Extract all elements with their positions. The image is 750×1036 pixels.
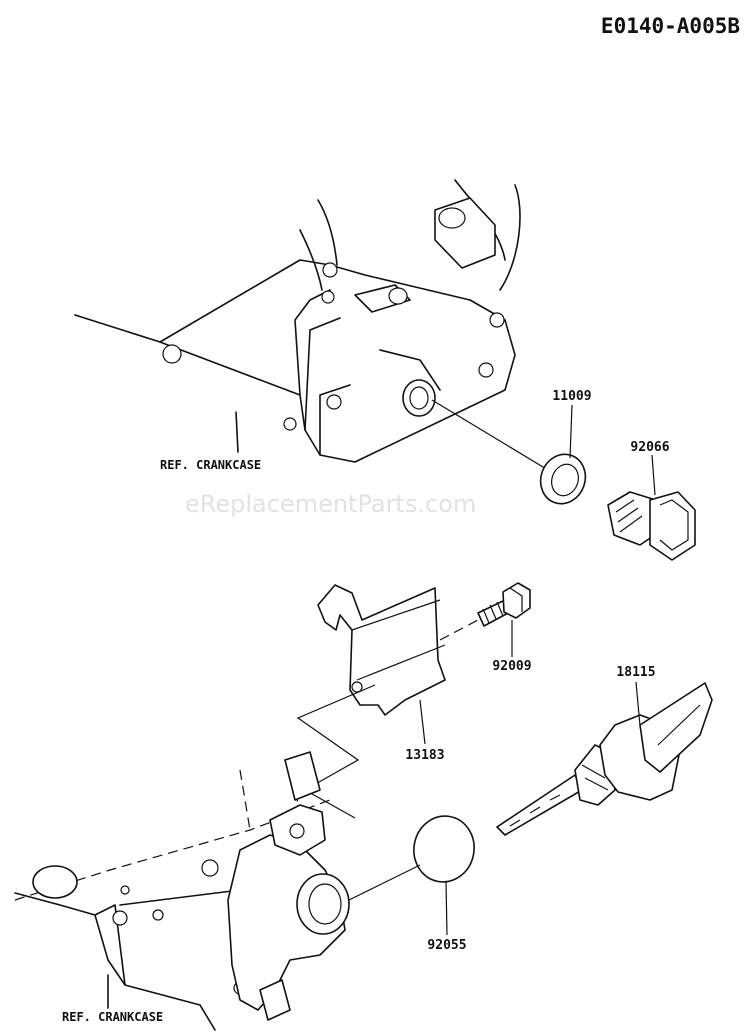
leader-18115	[635, 681, 641, 727]
ref-label-upper: REF. CRANKCASE	[160, 458, 261, 472]
leader-11009	[569, 404, 573, 459]
part-18115-dipstick[interactable]	[496, 682, 713, 836]
watermark: eReplacementParts.com	[185, 490, 476, 518]
part-92066-plug[interactable]	[607, 491, 696, 561]
part-label-92066[interactable]: 92066	[630, 440, 669, 455]
leader-92055	[445, 881, 448, 936]
part-label-11009[interactable]: 11009	[552, 389, 591, 404]
part-label-18115[interactable]: 18115	[616, 665, 655, 680]
part-label-92009[interactable]: 92009	[492, 659, 531, 674]
upper-crankcase-drawing	[74, 179, 521, 463]
lower-crankcase-drawing	[14, 751, 350, 1031]
part-92009-bolt[interactable]	[477, 582, 531, 627]
leader-13183	[419, 699, 426, 745]
diagram-code: E0140-A005B	[601, 14, 740, 38]
leader-92066	[651, 454, 656, 496]
leader-11009-boss	[431, 399, 549, 471]
part-label-13183[interactable]: 13183	[405, 748, 444, 763]
ref-label-lower: REF. CRANKCASE	[62, 1010, 163, 1024]
part-label-92055[interactable]: 92055	[427, 938, 466, 953]
part-11009-washer[interactable]	[534, 448, 592, 510]
part-13183-bracket[interactable]	[317, 584, 479, 716]
break-line	[296, 684, 376, 819]
leader-92055-boss	[344, 864, 421, 903]
part-92055-oring[interactable]	[409, 811, 480, 886]
